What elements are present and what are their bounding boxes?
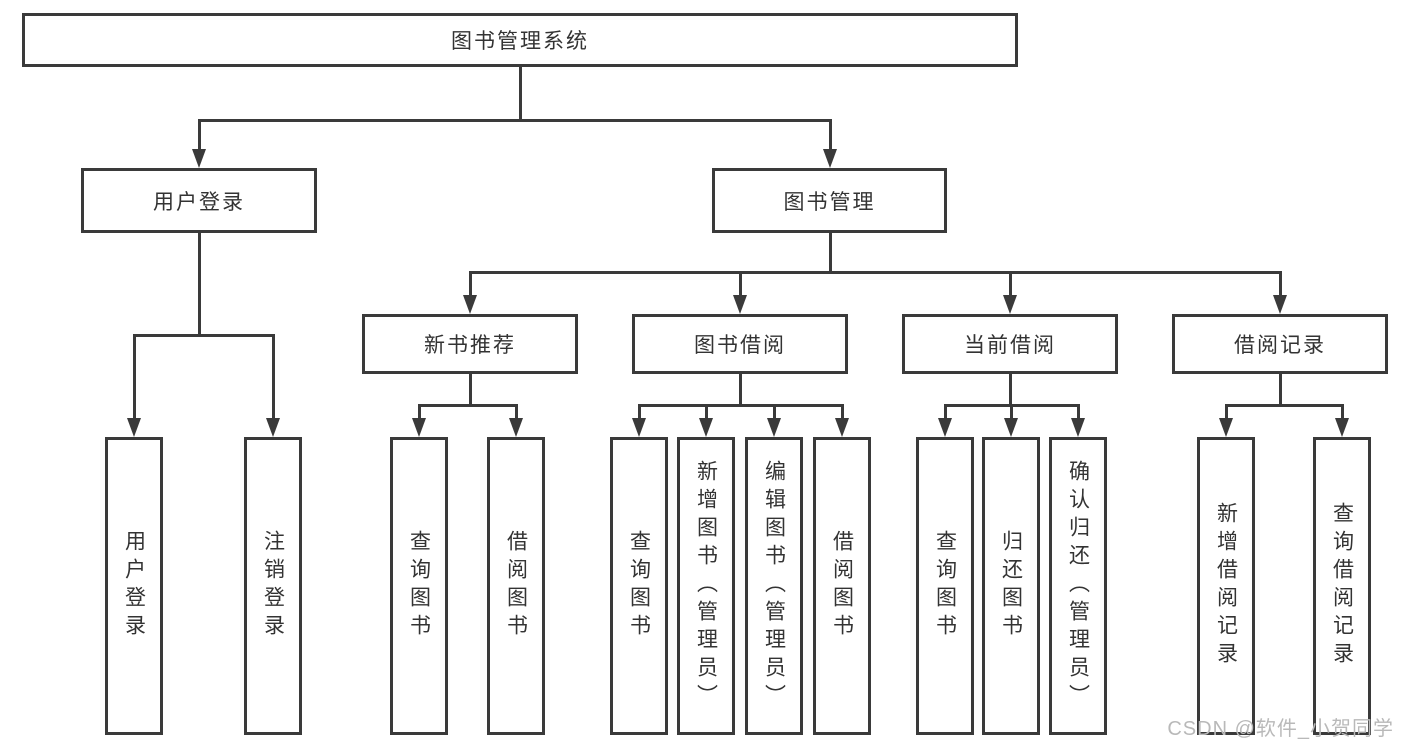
node-new-book-recommendation: 新书推荐: [362, 314, 578, 374]
leaf-confirm-return-admin: 确认归还（管理员）: [1049, 437, 1107, 735]
node-label: 查询图书: [407, 530, 431, 642]
node-label: 当前借阅: [964, 334, 1056, 357]
connector-line: [704, 405, 708, 422]
leaf-borrow-books-recommend: 借阅图书: [487, 437, 545, 735]
node-label: 用户登录: [153, 190, 245, 214]
arrowhead-icon: [1273, 295, 1287, 314]
arrowhead-icon: [823, 149, 837, 168]
node-book-management: 图书管理: [712, 168, 947, 233]
node-label: 图书借阅: [694, 334, 786, 357]
connector-line: [943, 405, 947, 422]
leaf-query-books-borrowing: 查询图书: [610, 437, 668, 735]
connector-line: [738, 272, 742, 299]
leaf-query-books-current: 查询图书: [916, 437, 974, 735]
leaf-return-books: 归还图书: [982, 437, 1040, 735]
arrowhead-icon: [835, 418, 849, 437]
arrowhead-icon: [127, 418, 141, 437]
connector-line: [1008, 272, 1012, 299]
connector-line: [468, 270, 1282, 274]
node-label: 借阅图书: [504, 530, 528, 642]
connector-line: [1278, 272, 1282, 299]
node-label: 编辑图书（管理员）: [762, 460, 786, 712]
arrowhead-icon: [632, 418, 646, 437]
connector-line: [468, 374, 472, 406]
connector-line: [518, 67, 522, 121]
node-current-borrowing: 当前借阅: [902, 314, 1118, 374]
node-label: 确认归还（管理员）: [1066, 460, 1090, 712]
node-label: 新增图书（管理员）: [694, 460, 718, 712]
arrowhead-icon: [463, 295, 477, 314]
arrowhead-icon: [767, 418, 781, 437]
node-label: 新书推荐: [424, 334, 516, 357]
connector-line: [417, 403, 518, 407]
arrowhead-icon: [509, 418, 523, 437]
node-label: 归还图书: [999, 530, 1023, 642]
connector-line: [1009, 405, 1013, 422]
node-book-borrowing: 图书借阅: [632, 314, 848, 374]
leaf-add-borrow-record: 新增借阅记录: [1197, 437, 1255, 735]
node-book-management-system: 图书管理系统: [22, 13, 1018, 67]
connector-line: [271, 335, 275, 422]
node-label: 查询借阅记录: [1330, 502, 1354, 670]
connector-line: [828, 120, 832, 153]
connector-line: [1224, 403, 1344, 407]
arrowhead-icon: [1003, 295, 1017, 314]
connector-line: [1224, 405, 1228, 422]
node-label: 用户登录: [122, 530, 146, 642]
connector-line: [197, 118, 832, 122]
connector-line: [637, 403, 844, 407]
connector-line: [772, 405, 776, 422]
arrowhead-icon: [1219, 418, 1233, 437]
connector-line: [468, 272, 472, 299]
connector-line: [1340, 405, 1344, 422]
connector-line: [1008, 374, 1012, 406]
node-user-login: 用户登录: [81, 168, 317, 233]
node-label: 图书管理: [783, 190, 876, 214]
node-label: 新增借阅记录: [1214, 502, 1238, 670]
leaf-edit-books-admin: 编辑图书（管理员）: [745, 437, 803, 735]
node-label: 注销登录: [261, 530, 285, 642]
connector-line: [637, 405, 641, 422]
connector-line: [840, 405, 844, 422]
arrowhead-icon: [1071, 418, 1085, 437]
leaf-query-borrow-record: 查询借阅记录: [1313, 437, 1371, 735]
node-label: 查询图书: [627, 530, 651, 642]
leaf-user-login: 用户登录: [105, 437, 163, 735]
connector-line: [1076, 405, 1080, 422]
arrowhead-icon: [1335, 418, 1349, 437]
arrowhead-icon: [1004, 418, 1018, 437]
arrowhead-icon: [699, 418, 713, 437]
node-label: 图书管理系统: [451, 30, 589, 53]
connector-line: [197, 120, 201, 153]
arrowhead-icon: [733, 295, 747, 314]
leaf-logout: 注销登录: [244, 437, 302, 735]
leaf-query-books-recommend: 查询图书: [390, 437, 448, 735]
arrowhead-icon: [938, 418, 952, 437]
node-label: 借阅记录: [1234, 334, 1326, 357]
leaf-borrow-books: 借阅图书: [813, 437, 871, 735]
connector-line: [417, 405, 421, 422]
connector-line: [197, 233, 201, 336]
connector-line: [1278, 374, 1282, 406]
node-label: 查询图书: [933, 530, 957, 642]
connector-line: [738, 374, 742, 406]
node-label: 借阅图书: [830, 530, 854, 642]
connector-line: [514, 405, 518, 422]
arrowhead-icon: [266, 418, 280, 437]
connector-line: [132, 333, 275, 337]
arrowhead-icon: [412, 418, 426, 437]
connector-line: [828, 233, 832, 273]
node-borrowing-records: 借阅记录: [1172, 314, 1388, 374]
leaf-add-books-admin: 新增图书（管理员）: [677, 437, 735, 735]
watermark: CSDN @软件_小贺同学: [1167, 718, 1394, 740]
connector-line: [132, 335, 136, 422]
arrowhead-icon: [192, 149, 206, 168]
